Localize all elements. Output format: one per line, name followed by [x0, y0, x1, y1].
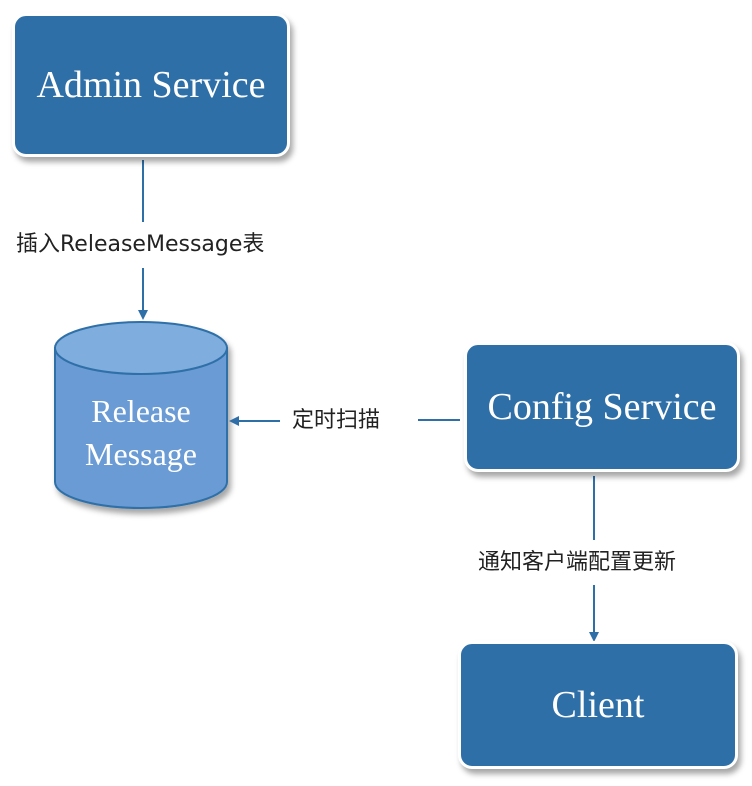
admin-service-node: Admin Service	[12, 13, 290, 157]
edge-label-insert-release-message: 插入ReleaseMessage表	[16, 230, 265, 260]
edge-label-notify-client: 通知客户端配置更新	[478, 548, 677, 578]
config-service-label: Config Service	[487, 386, 717, 428]
release-message-cylinder	[54, 321, 228, 509]
release-message-label-line1: Release	[91, 393, 191, 429]
release-message-label: Release Message	[55, 390, 227, 476]
config-service-node: Config Service	[464, 342, 740, 472]
admin-service-label: Admin Service	[36, 64, 266, 106]
client-label: Client	[551, 684, 645, 726]
client-node: Client	[458, 641, 738, 769]
release-message-label-line2: Message	[85, 436, 197, 472]
edge-label-scheduled-scan: 定时扫描	[292, 406, 381, 436]
